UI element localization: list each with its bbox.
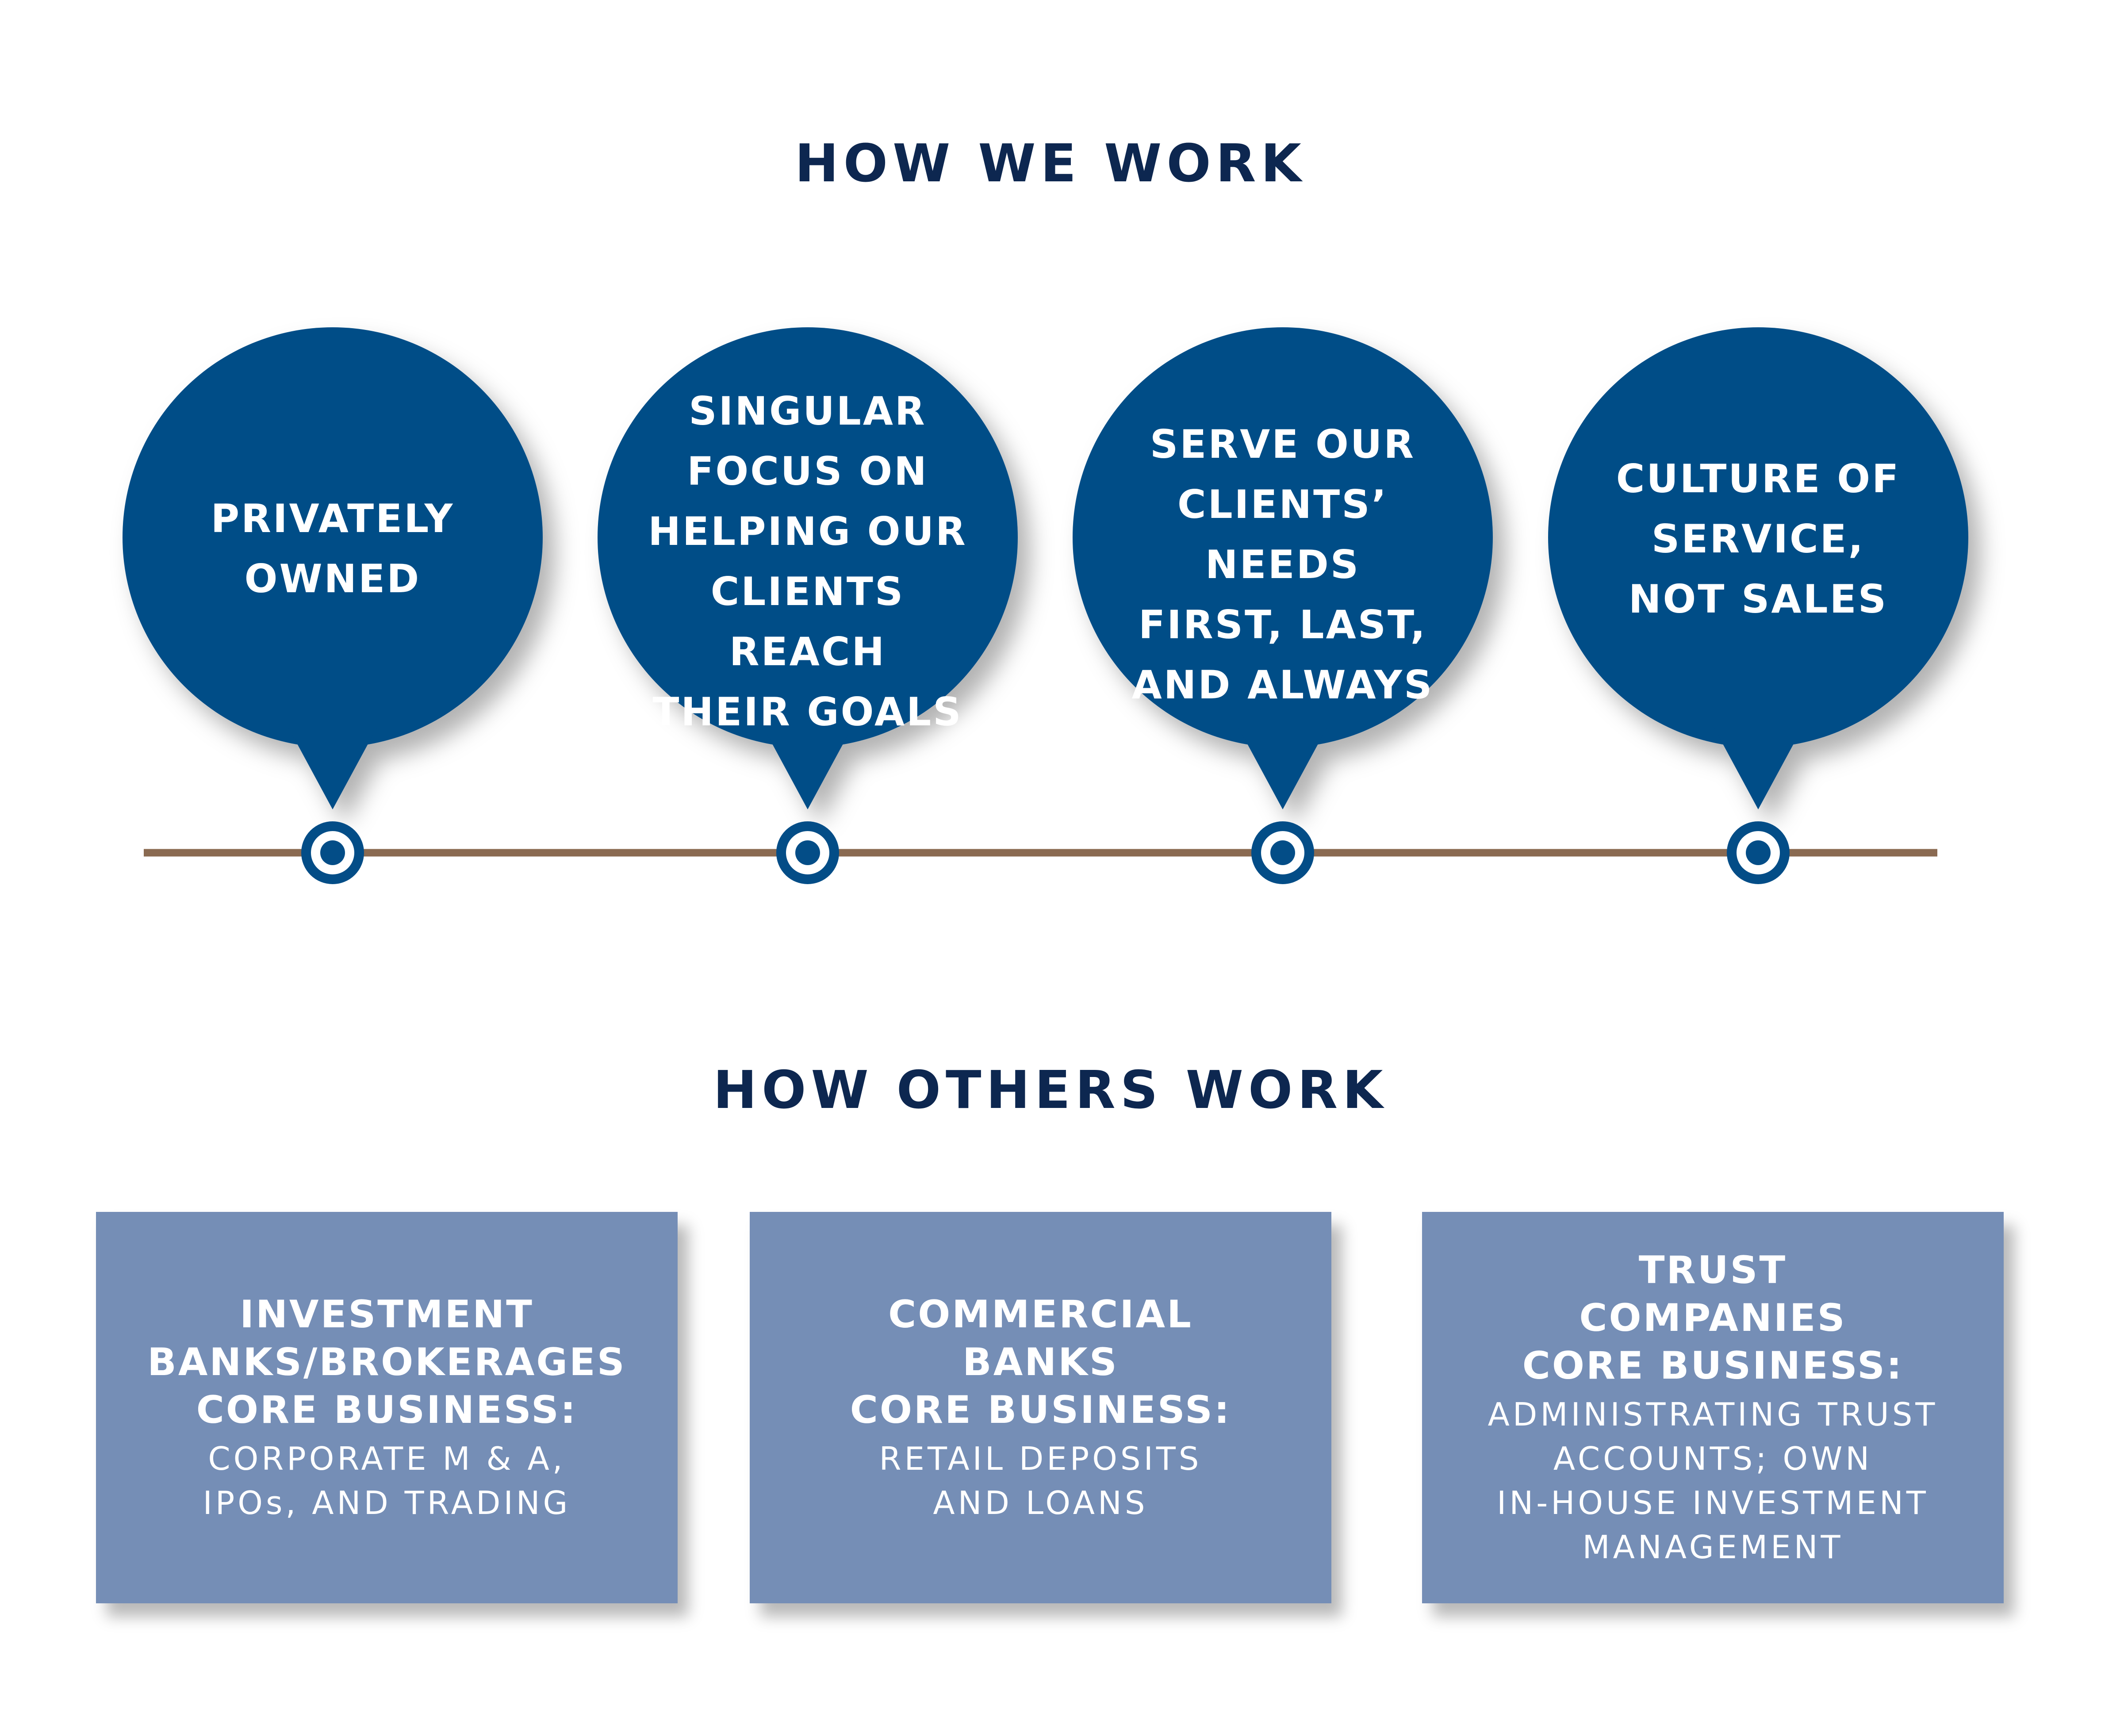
card-commercial-banks: COMMERCIAL BANKS CORE BUSINESS: RETAIL D… (750, 1212, 1331, 1603)
timeline-marker-icon (776, 821, 839, 884)
bubble-text-serve-clients: SERVE OUR CLIENTS’ NEEDS FIRST, LAST, AN… (1131, 422, 1434, 708)
bubble-circle (1548, 327, 1968, 747)
how-others-work-title: HOW OTHERS WORK (713, 1059, 1388, 1120)
bubble-text-privately-owned: PRIVATELY OWNED (211, 496, 455, 602)
bubble-pointer (288, 728, 377, 809)
card-trust-companies: TRUST COMPANIES CORE BUSINESS: ADMINISTR… (1422, 1212, 2004, 1603)
bubble-circle (1073, 327, 1493, 747)
card-body: RETAIL DEPOSITS AND LOANS (879, 1440, 1202, 1521)
timeline-marker-icon (1727, 821, 1790, 884)
bubble-pointer (1238, 728, 1327, 809)
timeline-marker-icon (301, 821, 364, 884)
card-body: CORPORATE M & A, IPOs, AND TRADING (203, 1440, 571, 1521)
bubble-text-culture-of-service: CULTURE OF SERVICE, NOT SALES (1616, 456, 1901, 622)
speech-bubble-privately-owned (123, 327, 543, 809)
how-we-work-diagram (123, 327, 1968, 884)
card-investment-banks: INVESTMENT BANKS/BROKERAGES CORE BUSINES… (96, 1212, 678, 1603)
how-we-work-title: HOW WE WORK (795, 133, 1306, 194)
card-heading: COMMERCIAL BANKS CORE BUSINESS: (850, 1292, 1231, 1432)
speech-bubble-singular-focus (598, 327, 1018, 809)
bubble-pointer (763, 728, 852, 809)
speech-bubble-culture-of-service (1548, 327, 1968, 809)
timeline-marker-icon (1251, 821, 1314, 884)
card-heading: TRUST COMPANIES CORE BUSINESS: (1522, 1248, 1904, 1388)
bubble-circle (598, 327, 1018, 747)
speech-bubble-serve-clients (1073, 327, 1493, 809)
card-heading: INVESTMENT BANKS/BROKERAGES CORE BUSINES… (147, 1292, 626, 1432)
bubble-text-singular-focus: SINGULAR FOCUS ON HELPING OUR CLIENTS RE… (648, 388, 967, 735)
bubble-pointer (1714, 728, 1802, 809)
bubble-circle (123, 327, 543, 747)
card-body: ADMINISTRATING TRUST ACCOUNTS; OWN IN-HO… (1488, 1395, 1938, 1566)
